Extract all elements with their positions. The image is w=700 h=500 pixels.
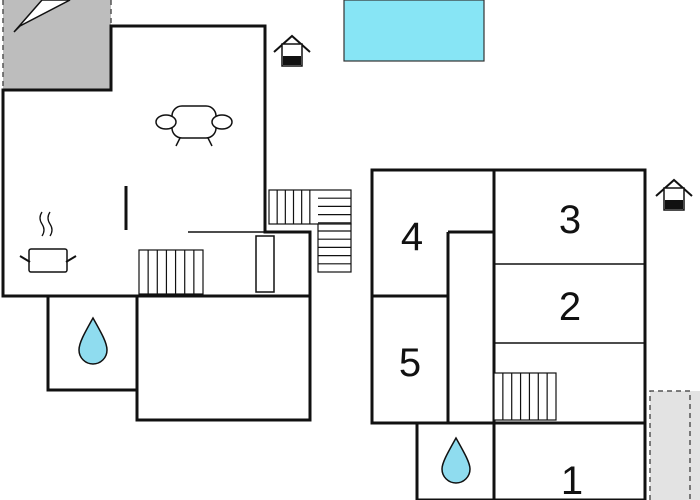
compass-icon	[13, 0, 71, 33]
cooking-pot-icon	[19, 211, 77, 273]
house-icon	[655, 178, 693, 211]
water-drop-icon	[78, 316, 108, 365]
counter	[255, 235, 275, 293]
house-icon	[273, 34, 311, 67]
room-5-number: 5	[399, 341, 421, 385]
right-building: 4 3 2 5 1	[370, 168, 647, 500]
room-3-number: 3	[559, 198, 581, 242]
left-building	[1, 24, 312, 422]
outside-stairs	[268, 189, 352, 273]
room-1-number: 1	[561, 459, 583, 500]
room-2-number: 2	[559, 285, 581, 329]
terrace-top-left	[2, 0, 112, 90]
room-4-number: 4	[401, 215, 423, 259]
stairs-icon	[138, 249, 204, 295]
stairs-icon	[493, 372, 557, 421]
terrace-bottom-right	[649, 390, 700, 500]
water-drop-icon	[441, 436, 471, 484]
pool-icon	[343, 0, 485, 62]
sofa-icon	[155, 105, 233, 147]
